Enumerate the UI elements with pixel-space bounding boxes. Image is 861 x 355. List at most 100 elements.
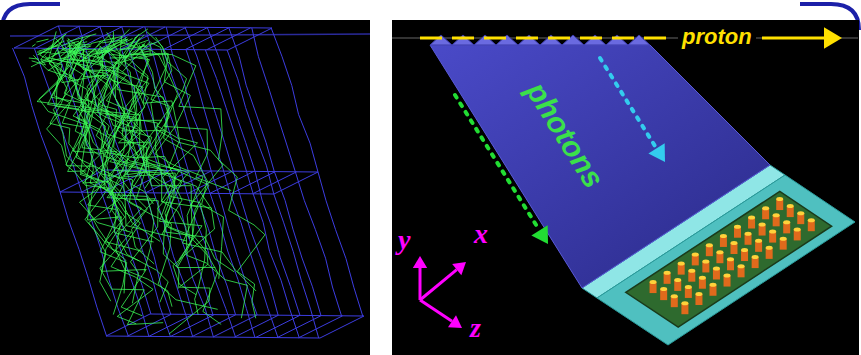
pmt-window [797,211,804,215]
wire [106,336,320,338]
arrowhead [413,256,427,268]
track [130,55,265,319]
track [96,41,101,48]
pmt-window [702,259,709,263]
photon-arrow [455,95,540,230]
pmt-window [808,218,815,222]
pmt [678,262,685,275]
track [123,51,150,57]
pmt [738,264,745,277]
pmt-window [664,271,671,275]
wire [127,314,171,336]
pmt [780,237,787,250]
axis-label: x [474,220,488,248]
pmt [688,269,695,282]
pmt-window [724,274,731,278]
pmt [685,285,692,298]
pmt-window [794,227,801,231]
pmt-window [776,197,783,201]
proton-path [420,37,672,40]
pmt [776,197,783,210]
pmt-window [734,225,741,229]
pmt-window [699,276,706,280]
track [41,41,111,301]
pmt [762,206,769,219]
pmt-window [780,237,787,241]
pmt [650,280,657,293]
pmt [664,271,671,284]
track [88,51,109,53]
pmt-window [783,220,790,224]
pmt [783,220,790,233]
pmt-window [748,215,755,219]
wire [253,172,297,194]
wire [142,27,186,49]
pmt-window [752,255,759,259]
track [38,41,65,55]
track [110,57,126,59]
pmt [734,225,741,238]
right-panel [392,20,859,355]
wire [207,28,251,50]
track [93,39,129,62]
pmt [713,266,720,279]
pmt [706,243,713,256]
pmt-window [762,206,769,210]
pmt [745,232,752,245]
pmt-window [709,283,716,287]
track [57,48,61,60]
wire [213,315,257,337]
pmt-window [787,204,794,208]
pmt [730,241,737,254]
pmt [759,223,766,236]
pmt [674,278,681,291]
track [100,36,256,291]
track [81,32,179,288]
pmt [727,257,734,270]
pmt [769,230,776,243]
pmt-window [650,280,657,284]
track [133,41,150,60]
track [134,29,148,38]
axis-line [420,270,457,300]
pmt [709,283,716,296]
pmt-window [720,234,727,238]
wire [58,26,272,28]
pmt-window [738,264,745,268]
track [95,37,128,57]
pmt-window [685,285,692,289]
photon-arrow [600,58,657,148]
simulation-view [10,26,370,338]
pmt [755,239,762,252]
track [64,40,153,324]
pmt-window [741,248,748,252]
pmt-window [678,262,685,266]
track [48,45,86,71]
track [117,37,234,272]
arrowhead [448,315,462,328]
arrowhead [648,143,665,162]
radiator-wireframe [13,26,365,338]
track [142,44,232,190]
track [40,34,95,175]
pmt [794,227,801,240]
wire [150,314,364,316]
axis-label: y [398,226,410,254]
schematic-view [392,27,858,345]
axis-line [419,268,422,300]
track [64,59,156,226]
wire [188,171,232,193]
radiator-bars [430,45,770,288]
pmt-window [730,241,737,245]
wire [299,316,343,338]
track [139,44,221,324]
arrowhead [824,27,842,49]
pmt-window [692,252,699,256]
pmt [681,301,688,314]
particle-label: proton [678,25,756,49]
pmt [797,211,804,224]
track [150,44,151,54]
pmt-window [773,213,780,217]
pmt-window [713,266,720,270]
track [37,52,51,53]
